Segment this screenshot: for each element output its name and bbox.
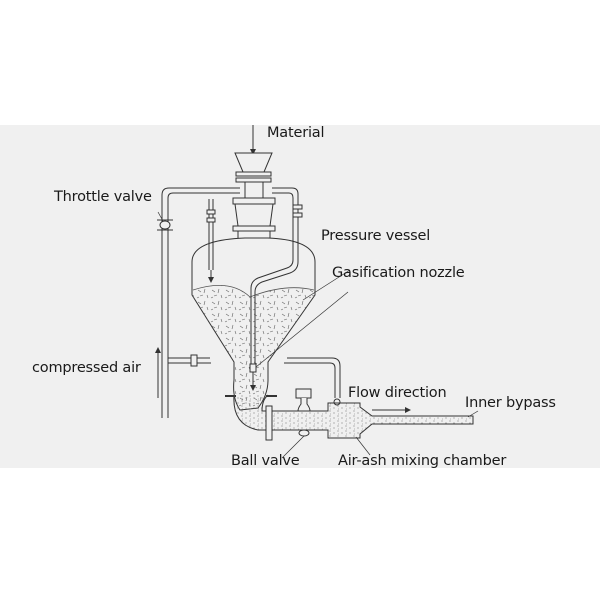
label-ball-valve: Ball valve bbox=[231, 453, 300, 469]
ball-valve bbox=[265, 405, 273, 441]
label-flow-direction: Flow direction bbox=[348, 385, 447, 401]
label-pressure-vessel: Pressure vessel bbox=[321, 228, 431, 244]
gasification-nozzle bbox=[249, 363, 257, 373]
throttle-valve bbox=[157, 219, 173, 231]
feed-valve bbox=[232, 197, 276, 205]
label-gasification-nozzle: Gasification nozzle bbox=[332, 265, 465, 281]
label-inner-bypass: Inner bypass bbox=[465, 395, 556, 411]
feed-hopper bbox=[234, 152, 273, 173]
label-compressed-air: compressed air bbox=[32, 360, 141, 376]
label-air-ash-mixing-chamber: Air-ash mixing chamber bbox=[338, 453, 507, 469]
label-material: Material bbox=[267, 125, 325, 141]
label-throttle-valve: Throttle valve bbox=[54, 189, 152, 205]
